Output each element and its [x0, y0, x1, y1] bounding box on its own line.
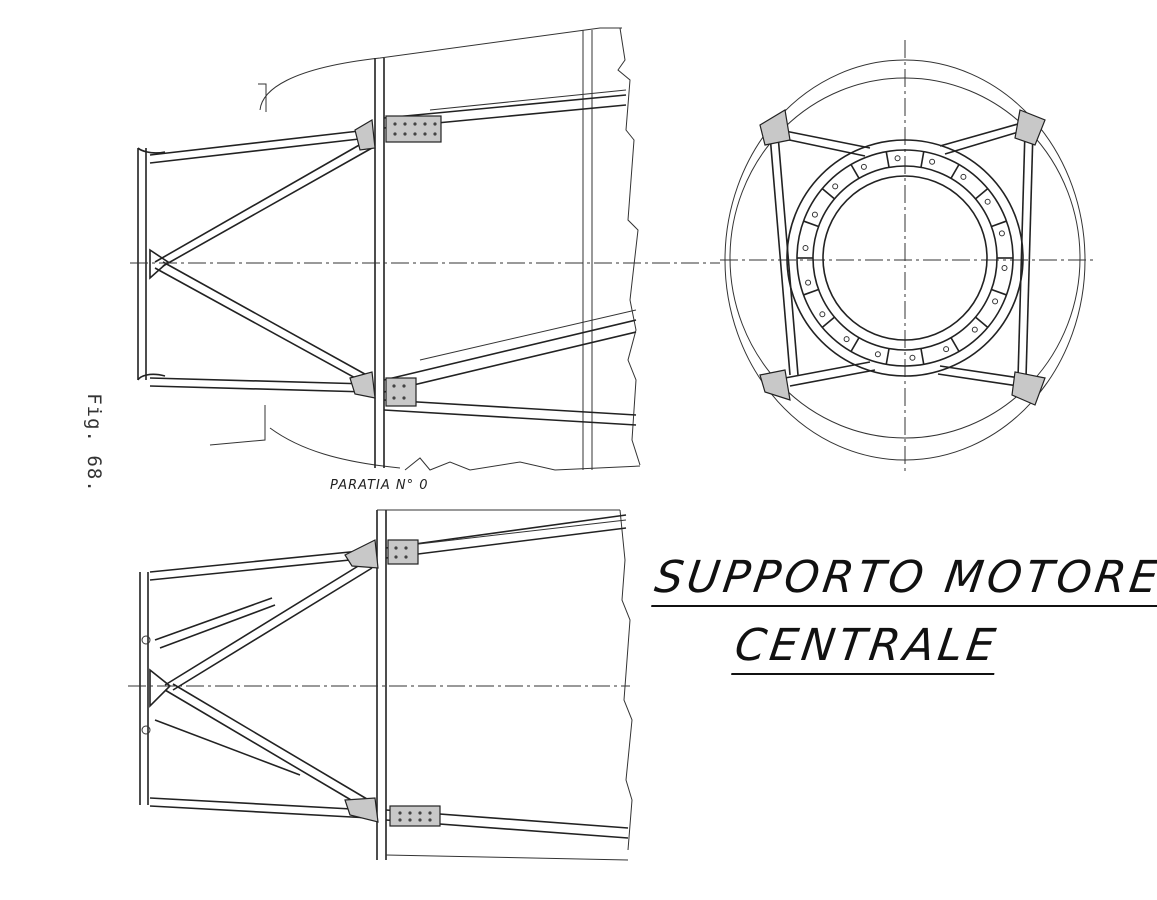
title-line-1: SUPPORTO MOTORE: [651, 552, 1157, 607]
ring-bolt: [802, 245, 809, 252]
ring-lug: [850, 164, 860, 179]
ring-bolt: [811, 211, 818, 218]
ring-lug: [991, 288, 1007, 296]
ring-bolt: [960, 173, 967, 180]
ring-bolt: [874, 351, 881, 358]
figure-number: Fig. 68.: [82, 393, 105, 493]
ring-lug: [885, 151, 890, 168]
ring-lug: [850, 337, 860, 352]
ring-bolt: [843, 336, 850, 343]
ring-bolt: [929, 158, 936, 165]
ring-lug: [920, 151, 925, 168]
ring-lug: [821, 187, 836, 200]
title-line-2: CENTRALE: [731, 620, 1003, 675]
ring-bolt: [832, 183, 839, 190]
side-view-top: [130, 27, 720, 471]
ring-bolt: [992, 298, 999, 305]
ring-lug: [803, 288, 819, 296]
ring-bolt: [805, 279, 812, 286]
plan-view-bottom: [128, 509, 633, 861]
ring-lug: [974, 316, 989, 329]
ring-bolt: [860, 163, 867, 170]
ring-lugs: [797, 151, 1013, 365]
ring-lug: [821, 316, 836, 329]
ring-lug: [920, 348, 925, 365]
ring-bolt: [894, 155, 901, 162]
ring-bolt: [943, 346, 950, 353]
ring-bolt: [998, 230, 1005, 237]
ring-lug: [974, 187, 989, 200]
ring-bolt: [909, 354, 916, 361]
ring-lug: [885, 348, 890, 365]
ring-bolt: [984, 198, 991, 205]
ring-bolt: [819, 311, 826, 318]
bulkhead-label: PARATIA N° 0: [330, 478, 429, 493]
ring-lug: [991, 220, 1007, 228]
ring-lug: [803, 220, 819, 228]
ring-bolt: [1001, 264, 1008, 271]
ring-lug: [950, 164, 960, 179]
front-view-ring: [720, 40, 1095, 475]
ring-lug: [950, 337, 960, 352]
ring-bolt: [971, 326, 978, 333]
